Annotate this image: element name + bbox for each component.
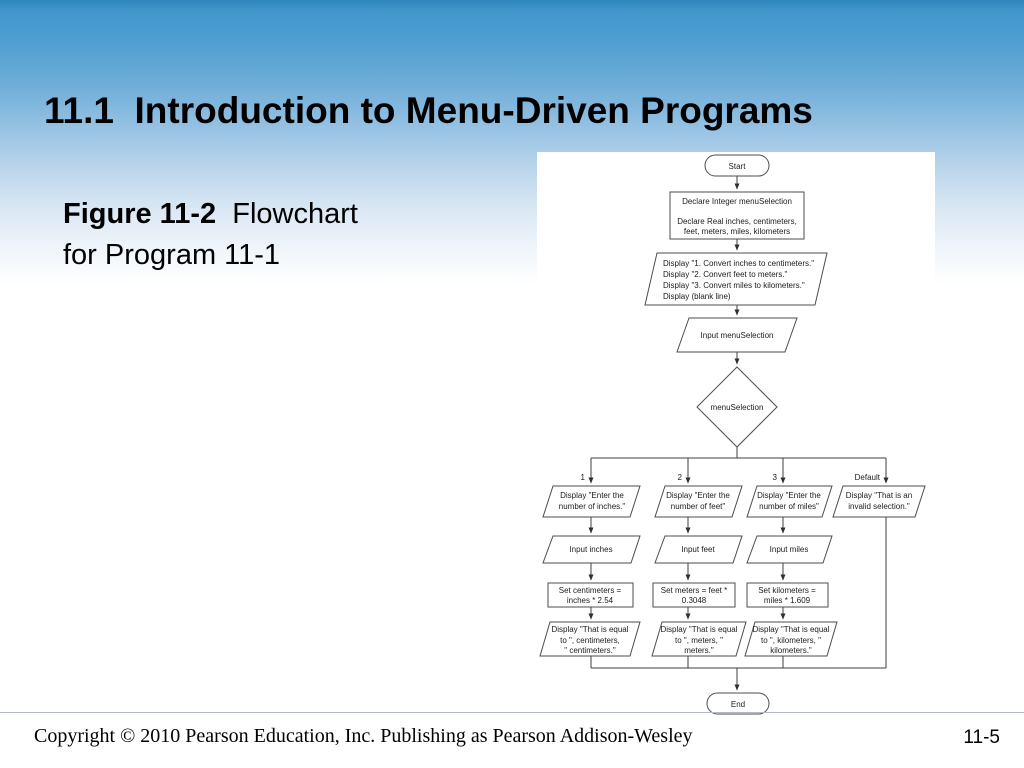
input-label: Input feet — [681, 545, 715, 554]
flowchart-node-decision — [696, 366, 778, 448]
flowchart-node-result-kilometers — [744, 621, 838, 657]
input-label: Input miles — [770, 545, 809, 554]
flowchart-node-set-centimeters — [547, 582, 634, 608]
display-line: number of feet" — [671, 502, 726, 511]
set-line: Set kilometers = — [758, 586, 816, 595]
branch-label-3: 3 — [773, 473, 778, 482]
slide-title: 11.1 Introduction to Menu-Driven Program… — [44, 90, 813, 131]
flowchart-node-set-meters — [652, 582, 736, 608]
declare-line: Declare Real inches, centimeters, — [677, 217, 797, 226]
figure-caption-label: Figure 11-2 — [63, 198, 217, 230]
flowchart-node-menu-display — [644, 252, 828, 306]
copyright-text: Copyright © 2010 Pearson Education, Inc.… — [34, 725, 693, 747]
flowchart-node-result-centimeters — [539, 621, 641, 657]
branch-label-2: 2 — [678, 473, 683, 482]
result-line: Display "That is equal — [660, 625, 737, 634]
flowchart-node-display-feet — [654, 485, 743, 518]
display-line: number of inches." — [559, 502, 626, 511]
flowchart-connectors — [588, 176, 889, 691]
flowchart-node-result-meters — [651, 621, 747, 657]
flowchart-node-start-label: Start — [729, 162, 747, 171]
result-line: Display "That is equal — [752, 625, 829, 634]
set-line: inches * 2.54 — [567, 596, 614, 605]
display-line: Display "Enter the — [757, 491, 821, 500]
display-line: invalid selection." — [848, 502, 910, 511]
set-line: 0.3048 — [682, 596, 707, 605]
set-line: Set centimeters = — [559, 586, 622, 595]
figure-caption: Figure 11-2 Flowchart for Program 11-1 — [63, 194, 483, 276]
flowchart-node-display-invalid — [832, 485, 926, 518]
flowchart-node-declare — [669, 191, 805, 240]
footer-divider — [0, 712, 1024, 713]
result-line: meters." — [684, 646, 714, 655]
flowchart-node-display-miles — [746, 485, 833, 518]
page-number: 11-5 — [963, 727, 1000, 748]
flowchart-node-end — [706, 692, 770, 715]
flowchart-node-display-inches — [542, 485, 641, 518]
flowchart-node-end-label: End — [731, 700, 745, 709]
branch-label-default: Default — [855, 473, 881, 482]
flowchart-node-start — [704, 154, 770, 177]
display-line: Display "That is an — [846, 491, 912, 500]
input-menu-label: Input menuSelection — [701, 331, 774, 340]
flowchart-node-input-feet — [654, 535, 743, 564]
figure-caption-text: Flowchart — [216, 198, 358, 230]
result-line: to ", meters, " — [675, 636, 723, 645]
result-line: Display "That is equal — [551, 625, 628, 634]
flowchart-node-input-inches — [542, 535, 641, 564]
display-line: number of miles" — [759, 502, 819, 511]
menu-line: Display "1. Convert inches to centimeter… — [663, 259, 814, 268]
decision-label: menuSelection — [711, 403, 764, 412]
display-line: Display "Enter the — [560, 491, 624, 500]
menu-line: Display "3. Convert miles to kilometers.… — [663, 281, 805, 290]
flowchart-figure: Start Declare Integer menuSelection Decl… — [537, 152, 937, 722]
flowchart-node-set-kilometers — [746, 582, 829, 608]
result-line: to ", kilometers, " — [761, 636, 821, 645]
set-line: miles * 1.609 — [764, 596, 811, 605]
menu-line: Display (blank line) — [663, 292, 731, 301]
result-line: to ", centimeters, — [560, 636, 620, 645]
menu-line: Display "2. Convert feet to meters." — [663, 270, 788, 279]
input-label: Input inches — [569, 545, 612, 554]
declare-line: feet, meters, miles, kilometers — [684, 227, 790, 236]
flowchart-node-input-menu — [676, 317, 798, 353]
result-line: kilometers." — [770, 646, 812, 655]
branch-label-1: 1 — [581, 473, 586, 482]
display-line: Display "Enter the — [666, 491, 730, 500]
set-line: Set meters = feet * — [661, 586, 727, 595]
result-line: " centimeters." — [564, 646, 616, 655]
flowchart-node-input-miles — [746, 535, 833, 564]
declare-line: Declare Integer menuSelection — [682, 197, 792, 206]
figure-caption-line2: for Program 11-1 — [63, 239, 281, 271]
